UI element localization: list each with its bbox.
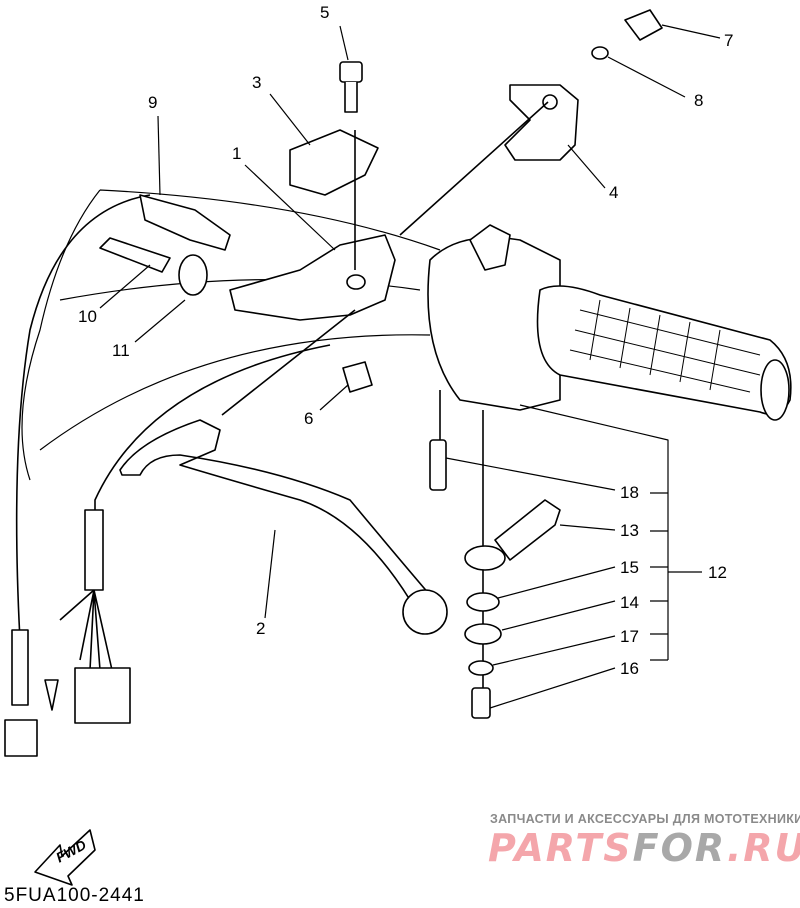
lever-clamp (504, 84, 579, 161)
callout-2: 2 (256, 619, 266, 638)
adjuster (99, 237, 171, 273)
handlebar-outline (21, 189, 441, 481)
callout-7: 7 (724, 31, 734, 50)
callout-11: 11 (112, 341, 130, 360)
switch-wire (94, 344, 331, 590)
lever-ball-end (402, 589, 448, 635)
callout-3: 3 (252, 73, 262, 92)
watermark-brand-a: PARTS (488, 826, 633, 870)
callout-13: 13 (620, 521, 639, 540)
screw-16 (471, 687, 491, 719)
callout-17: 17 (620, 627, 639, 646)
watermark-logo: PARTSFOR.RU (488, 826, 800, 870)
grip-pattern (569, 299, 761, 393)
callout-10: 10 (78, 307, 97, 326)
connector-small (4, 719, 38, 757)
wire-bundle (59, 589, 113, 671)
pivot-bolt (339, 61, 363, 83)
locknut (178, 254, 208, 296)
washer-17 (468, 660, 494, 676)
clutch-switch-wire (15, 194, 151, 700)
leader-lines (99, 24, 721, 709)
cable-bracket (289, 129, 379, 196)
pivot-nut (342, 361, 373, 393)
callout-8: 8 (694, 91, 704, 110)
watermark-brand-b: FOR (632, 826, 727, 870)
callout-6: 6 (304, 409, 314, 428)
wire-sleeve-2 (11, 629, 29, 706)
callout-4: 4 (609, 183, 619, 202)
callout-16: 16 (620, 659, 639, 678)
switch-knob (469, 224, 511, 271)
switch-lever-base (464, 545, 506, 571)
lever-leader (221, 309, 356, 416)
grip-end (760, 359, 790, 421)
watermark-tagline: ЗАПЧАСТИ И АКСЕССУАРЫ ДЛЯ МОТОТЕХНИКИ (490, 812, 800, 826)
handgrip (536, 285, 792, 416)
pivot-bolt-shank (344, 82, 358, 113)
callout-14: 14 (620, 593, 639, 612)
clamp-hole (542, 94, 558, 110)
diagram-code: 5FUA100-2441 (4, 885, 145, 906)
washer (591, 46, 609, 60)
fwd-arrow-icon (34, 829, 96, 886)
connector-pin (44, 679, 59, 711)
nut-15 (466, 592, 500, 612)
callout-12: 12 (708, 563, 727, 582)
switch-lever-13 (494, 499, 561, 561)
screw-18 (429, 439, 447, 491)
clamp-leader (399, 101, 549, 236)
switch-housing (427, 236, 561, 411)
watermark-brand-c: .RU (726, 826, 800, 870)
callout-1: 1 (232, 144, 242, 163)
clutch-switch (139, 194, 231, 251)
callout-18: 18 (620, 483, 639, 502)
callout-9: 9 (148, 93, 158, 112)
clamp-screw (624, 9, 663, 41)
connector-main (74, 667, 131, 724)
pivot-hole (346, 274, 366, 290)
callout-15: 15 (620, 558, 639, 577)
callout-5: 5 (320, 3, 330, 22)
washer-14 (464, 623, 502, 645)
lever-holder (229, 234, 396, 321)
clutch-lever (119, 419, 439, 633)
wire-sleeve (84, 509, 104, 591)
